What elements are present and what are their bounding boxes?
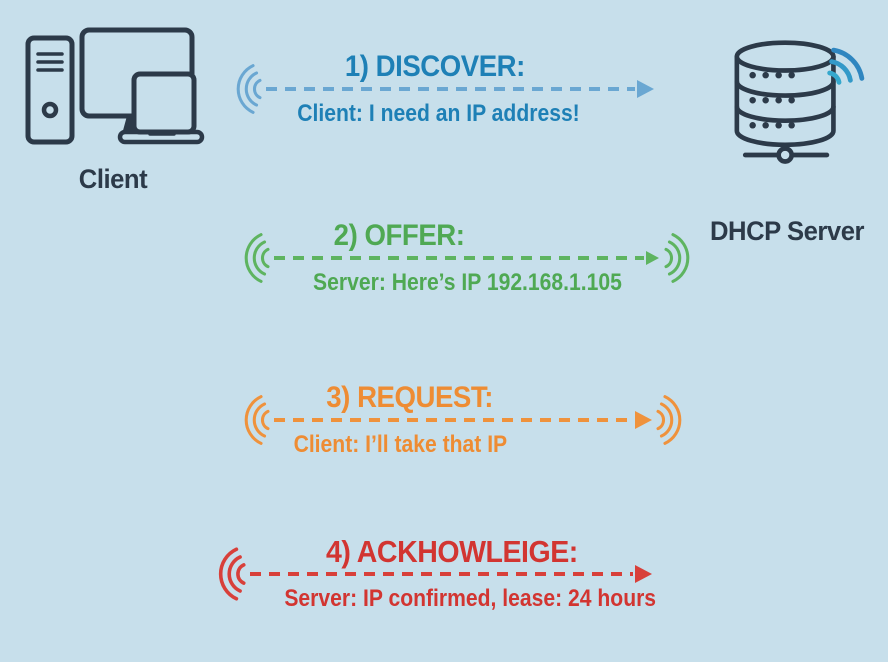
dashed-arrow bbox=[212, 547, 652, 601]
arrowhead-icon bbox=[635, 411, 652, 429]
radio-waves-left-icon bbox=[218, 547, 246, 601]
wifi-signal-icon bbox=[827, 47, 865, 85]
step-heading: 3) REQUEST: bbox=[326, 381, 494, 414]
step-offer: 2) OFFER: Server: Here’s I bbox=[238, 219, 696, 297]
step-discover: 1) DISCOVER: Client: I nee bbox=[230, 50, 654, 128]
step-message: Client: I need an IP address! bbox=[296, 100, 580, 127]
server-label: DHCP Server bbox=[710, 216, 864, 246]
dashed-line bbox=[274, 256, 644, 260]
desktop-computers-icon bbox=[25, 27, 205, 145]
radio-waves-right-icon bbox=[664, 233, 690, 283]
step-acknowledge: 4) ACKHOWLEIGE: Server: IP bbox=[212, 534, 656, 613]
radio-waves-left-icon bbox=[236, 64, 262, 114]
step-message: Server: IP confirmed, lease: 24 hours bbox=[284, 585, 656, 612]
server-endpoint: DHCP Server bbox=[696, 2, 878, 247]
radio-waves-left-icon bbox=[244, 233, 270, 283]
arrowhead-icon bbox=[635, 565, 652, 583]
arrowhead-icon bbox=[646, 251, 659, 265]
dashed-arrow bbox=[238, 233, 696, 283]
dashed-line bbox=[274, 418, 633, 422]
dashed-arrow bbox=[230, 64, 654, 114]
radio-waves-right-icon bbox=[656, 395, 682, 445]
step-message: Client: I’ll take that IP bbox=[293, 431, 507, 458]
dashed-line bbox=[266, 87, 635, 91]
radio-waves-left-icon bbox=[244, 395, 270, 445]
step-message: Server: Here’s IP 192.168.1.105 bbox=[312, 269, 622, 296]
dashed-line bbox=[250, 572, 633, 576]
step-heading: 2) OFFER: bbox=[333, 219, 465, 252]
client-label: Client bbox=[78, 164, 148, 194]
server-art bbox=[696, 38, 878, 206]
arrowhead-icon bbox=[637, 80, 654, 98]
step-heading: 1) DISCOVER: bbox=[344, 50, 526, 83]
step-heading: 4) ACKHOWLEIGE: bbox=[326, 534, 578, 569]
database-server-icon bbox=[734, 40, 836, 164]
client-endpoint: Client bbox=[24, 27, 205, 195]
dashed-arrow bbox=[238, 395, 688, 445]
step-request: 3) REQUEST: Client: I’ll t bbox=[238, 381, 688, 459]
